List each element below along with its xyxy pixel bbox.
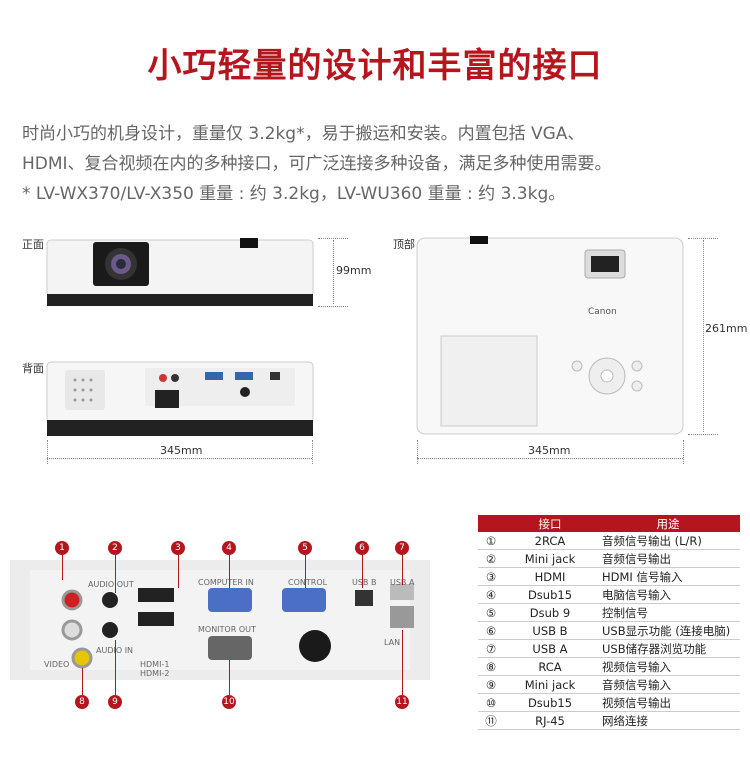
row-use: 音频信号输入 (596, 675, 740, 694)
row-use: USB储存器浏览功能 (596, 639, 740, 658)
top-view-label: 顶部 (393, 238, 415, 251)
row-use: 视频信号输出 (596, 693, 740, 712)
port-panel-image (10, 560, 430, 680)
row-use: 电脑信号输入 (596, 585, 740, 604)
row-use: 音频信号输出 (L/R) (596, 532, 740, 550)
header-use: 用途 (596, 515, 740, 532)
row-port: RJ-45 (504, 711, 596, 730)
callout-7: 7 (395, 541, 409, 555)
table-header-row: 接口 用途 (478, 515, 740, 532)
row-port: Dsub15 (504, 585, 596, 604)
row-use: HDMI 信号输入 (596, 567, 740, 586)
audio-in-label: AUDIO IN (96, 646, 134, 655)
row-port: Dsub 9 (504, 603, 596, 622)
row-port: Mini jack (504, 675, 596, 694)
row-port: Mini jack (504, 549, 596, 568)
row-port: USB B (504, 621, 596, 640)
computer-in-label: COMPUTER IN (198, 578, 254, 587)
back-view-label: 背面 (22, 362, 44, 375)
row-number: ④ (478, 585, 504, 604)
row-number: ② (478, 549, 504, 568)
top-width-dimension: 345mm (528, 444, 571, 457)
row-port: Dsub15 (504, 693, 596, 712)
callout-6: 6 (355, 541, 369, 555)
description-line-2: HDMI、复合视频在内的多种接口，可广泛连接多种设备，满足多种使用需要。 (22, 154, 612, 174)
depth-dimension: 261mm (705, 322, 748, 335)
row-use: 音频信号输出 (596, 549, 740, 568)
brand-logo: Canon (588, 307, 617, 317)
row-use: 网络连接 (596, 711, 740, 730)
audio-out-label: AUDIO OUT (88, 580, 134, 589)
video-label: VIDEO (44, 660, 70, 669)
row-use: 视频信号输入 (596, 657, 740, 676)
callout-11: 11 (395, 695, 409, 709)
monitor-out-label: MONITOR OUT (198, 625, 256, 634)
top-projector-image (415, 236, 685, 436)
row-use: USB显示功能 (连接电脑) (596, 621, 740, 640)
row-number: ⑥ (478, 621, 504, 640)
height-dimension: 99mm (336, 264, 372, 277)
description-line-1: 时尚小巧的机身设计，重量仅 3.2kg*，易于搬运和安装。内置包括 VGA、 (22, 124, 585, 144)
row-port: HDMI (504, 567, 596, 586)
callout-10: 10 (222, 695, 236, 709)
row-port: RCA (504, 657, 596, 676)
row-number: ⑩ (478, 693, 504, 712)
row-port: 2RCA (504, 532, 596, 550)
row-number: ③ (478, 567, 504, 586)
front-projector-image (45, 238, 315, 308)
lan-label: LAN (384, 638, 401, 647)
row-number: ⑨ (478, 675, 504, 694)
row-use: 控制信号 (596, 603, 740, 622)
header-port: 接口 (504, 515, 596, 532)
back-projector-image (45, 360, 315, 438)
row-number: ⑧ (478, 657, 504, 676)
usb-b-label: USB B (352, 578, 377, 587)
front-view-label: 正面 (22, 238, 44, 251)
row-number: ⑤ (478, 603, 504, 622)
row-number: ① (478, 532, 504, 550)
page-title: 小巧轻量的设计和丰富的接口 (147, 46, 603, 86)
callout-9: 9 (108, 695, 122, 709)
callout-4: 4 (222, 541, 236, 555)
callout-5: 5 (298, 541, 312, 555)
header-number (478, 515, 504, 532)
hdmi-label: HDMI-1 HDMI-2 (140, 660, 170, 678)
row-number: ⑪ (478, 711, 504, 730)
row-number: ⑦ (478, 639, 504, 658)
description-line-3: * LV-WX370/LV-X350 重量 : 约 3.2kg，LV-WU360… (22, 184, 566, 204)
front-width-dimension: 345mm (160, 444, 203, 457)
callout-2: 2 (108, 541, 122, 555)
row-port: USB A (504, 639, 596, 658)
callout-3: 3 (171, 541, 185, 555)
control-label: CONTROL (288, 578, 328, 587)
callout-1: 1 (55, 541, 69, 555)
callout-8: 8 (75, 695, 89, 709)
